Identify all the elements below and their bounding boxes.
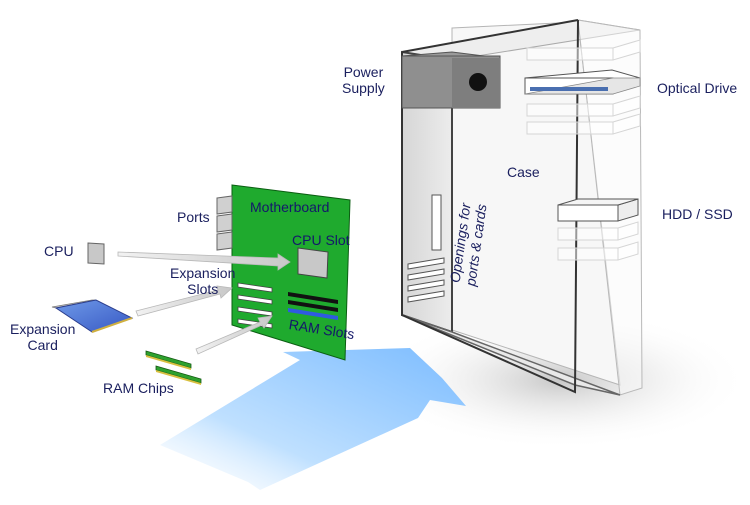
label-hdd-ssd: HDD / SSD: [662, 206, 733, 222]
label-ports: Ports: [177, 209, 210, 225]
empty-drive-bays-bottom: [557, 221, 639, 261]
port-opening: [431, 194, 442, 251]
cpu-socket: [297, 247, 329, 279]
label-power-supply: Power Supply: [342, 64, 385, 96]
arrow-card-to-slots: [135, 285, 233, 317]
arrow-ram-to-slots: [195, 315, 273, 355]
hdd-ssd: [557, 198, 639, 222]
label-expansion-card: Expansion Card: [10, 321, 76, 353]
computer-case: [401, 19, 643, 396]
power-supply-fan: [469, 73, 487, 91]
empty-drive-bays-top: [526, 39, 641, 135]
expansion-card: [51, 299, 134, 333]
case-shadow: [370, 310, 750, 450]
label-optical-drive: Optical Drive: [657, 80, 738, 96]
label-cpu-slot: CPU Slot: [292, 232, 350, 248]
label-expansion-slots: Expansion Slots: [170, 265, 236, 297]
arrow-cpu-to-slot: [117, 251, 291, 271]
card-slot-openings: [407, 257, 445, 303]
case-bottom-panel: [401, 314, 621, 396]
cpu-chip: [87, 242, 105, 265]
indicator-arrows: [117, 251, 291, 355]
label-motherboard: Motherboard: [250, 199, 330, 215]
ram-slot-bars: [288, 292, 338, 320]
motherboard-ports: [216, 195, 233, 251]
optical-drive: [524, 69, 641, 95]
motherboard-board: [216, 184, 351, 361]
ram-chip-1: [145, 350, 192, 370]
label-ram-chips: RAM Chips: [103, 380, 174, 396]
label-case: Case: [507, 164, 540, 180]
case-top-edge: [401, 19, 579, 53]
assembly-arrow: [160, 348, 466, 490]
label-cpu: CPU: [44, 243, 74, 259]
ram-chip-2: [155, 365, 202, 385]
